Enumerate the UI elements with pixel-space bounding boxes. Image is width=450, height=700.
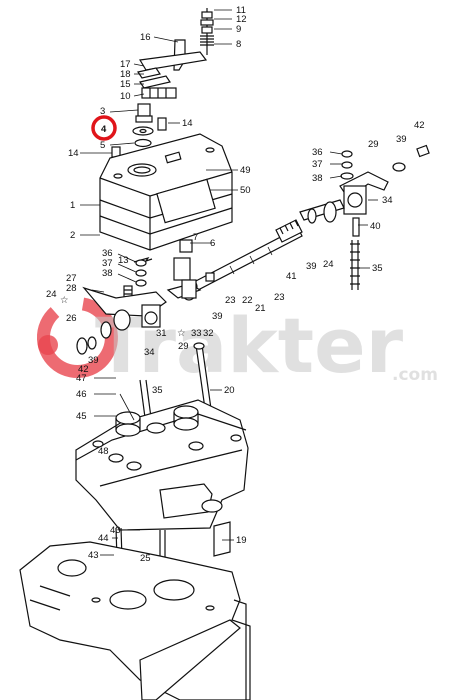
callout-label: 48 <box>98 446 109 457</box>
callout-label: 12 <box>236 14 247 25</box>
leader-lines <box>80 9 378 556</box>
highlight-label: 4 <box>101 124 107 135</box>
callout-label: 5 <box>100 140 105 151</box>
callout-label: 16 <box>140 32 151 43</box>
highlight-circle <box>91 115 117 141</box>
callout-label: 50 <box>240 185 251 196</box>
callout-label: 24 <box>46 289 57 300</box>
callout-label: 23 <box>225 295 236 306</box>
callout-label: 39 <box>396 134 407 145</box>
valve-cover <box>99 133 233 251</box>
callout-label: 26 <box>66 313 77 324</box>
callout-label: 38 <box>102 268 113 279</box>
callout-label: 46 <box>76 389 87 400</box>
callout-label: 27 <box>66 273 77 284</box>
callout-label: 45 <box>76 411 87 422</box>
callout-label: 42 <box>414 120 425 131</box>
callout-label: 13 <box>118 255 129 266</box>
cylinder-head <box>75 399 249 557</box>
callout-label: 18 <box>120 69 131 80</box>
callout-label: 8 <box>236 39 241 50</box>
callout-label: 29 <box>368 139 379 150</box>
callout-label: 32 <box>203 328 214 339</box>
engine-block <box>19 541 251 700</box>
callout-label: 31 <box>156 328 167 339</box>
callout-label: 7 <box>193 232 198 243</box>
callout-label: 19 <box>236 535 247 546</box>
callout-label: 37 <box>312 159 323 170</box>
callout-label: 39 <box>306 261 317 272</box>
rocker-linkage-assembly <box>137 8 214 99</box>
callout-label: 17 <box>120 59 131 70</box>
cover-fasteners <box>111 103 167 158</box>
callout-label: 11 <box>236 5 246 16</box>
callout-label: 43 <box>110 525 121 536</box>
callout-label: 37 <box>102 258 113 269</box>
star-marker: ☆ <box>177 328 186 339</box>
callout-label: 9 <box>236 24 241 35</box>
callout-label: 49 <box>240 165 251 176</box>
callout-label: 43 <box>88 550 99 561</box>
callout-label: 21 <box>255 303 266 314</box>
watermark-logo-dot <box>38 335 58 355</box>
callout-label: 35 <box>372 263 383 274</box>
callout-label: 40 <box>370 221 381 232</box>
callout-label: 39 <box>88 355 99 366</box>
callout-label: 33 <box>191 328 202 339</box>
callout-label: 25 <box>140 553 151 564</box>
callout-label: 22 <box>242 295 253 306</box>
callout-label: 29 <box>178 341 189 352</box>
callout-label: 3 <box>100 106 105 117</box>
watermark-logo-ring <box>36 297 118 379</box>
callout-label: 6 <box>210 238 215 249</box>
callout-labels: 11 12 9 8 16 17 18 15 10 3 14 5 14 49 50… <box>46 5 425 564</box>
callout-label: 14 <box>182 118 193 129</box>
callout-label: 1 <box>70 200 75 211</box>
callout-label: 14 <box>68 148 79 159</box>
callout-label: 41 <box>286 271 297 282</box>
callout-label: 34 <box>382 195 393 206</box>
callout-label: 15 <box>120 79 131 90</box>
watermark-suffix: .com <box>392 365 438 385</box>
watermark: Trakter .com <box>36 297 438 390</box>
callout-label: 10 <box>120 91 131 102</box>
callout-label: 36 <box>102 248 113 259</box>
callout-label: 20 <box>224 385 235 396</box>
callout-label: 38 <box>312 173 323 184</box>
callout-label: 39 <box>212 311 223 322</box>
left-rocker-arm <box>76 257 202 355</box>
callout-label: 42 <box>78 364 89 375</box>
right-rocker-arm <box>299 144 430 290</box>
callout-label: 36 <box>312 147 323 158</box>
callout-label: 2 <box>70 230 75 241</box>
callout-label: 23 <box>274 292 285 303</box>
callout-label: 28 <box>66 283 77 294</box>
callout-label: 44 <box>98 533 109 544</box>
star-marker: ☆ <box>60 295 69 306</box>
callout-label: 35 <box>152 385 163 396</box>
callout-label: 34 <box>144 347 155 358</box>
callout-label: 24 <box>323 259 334 270</box>
callout-label: 47 <box>76 373 87 384</box>
